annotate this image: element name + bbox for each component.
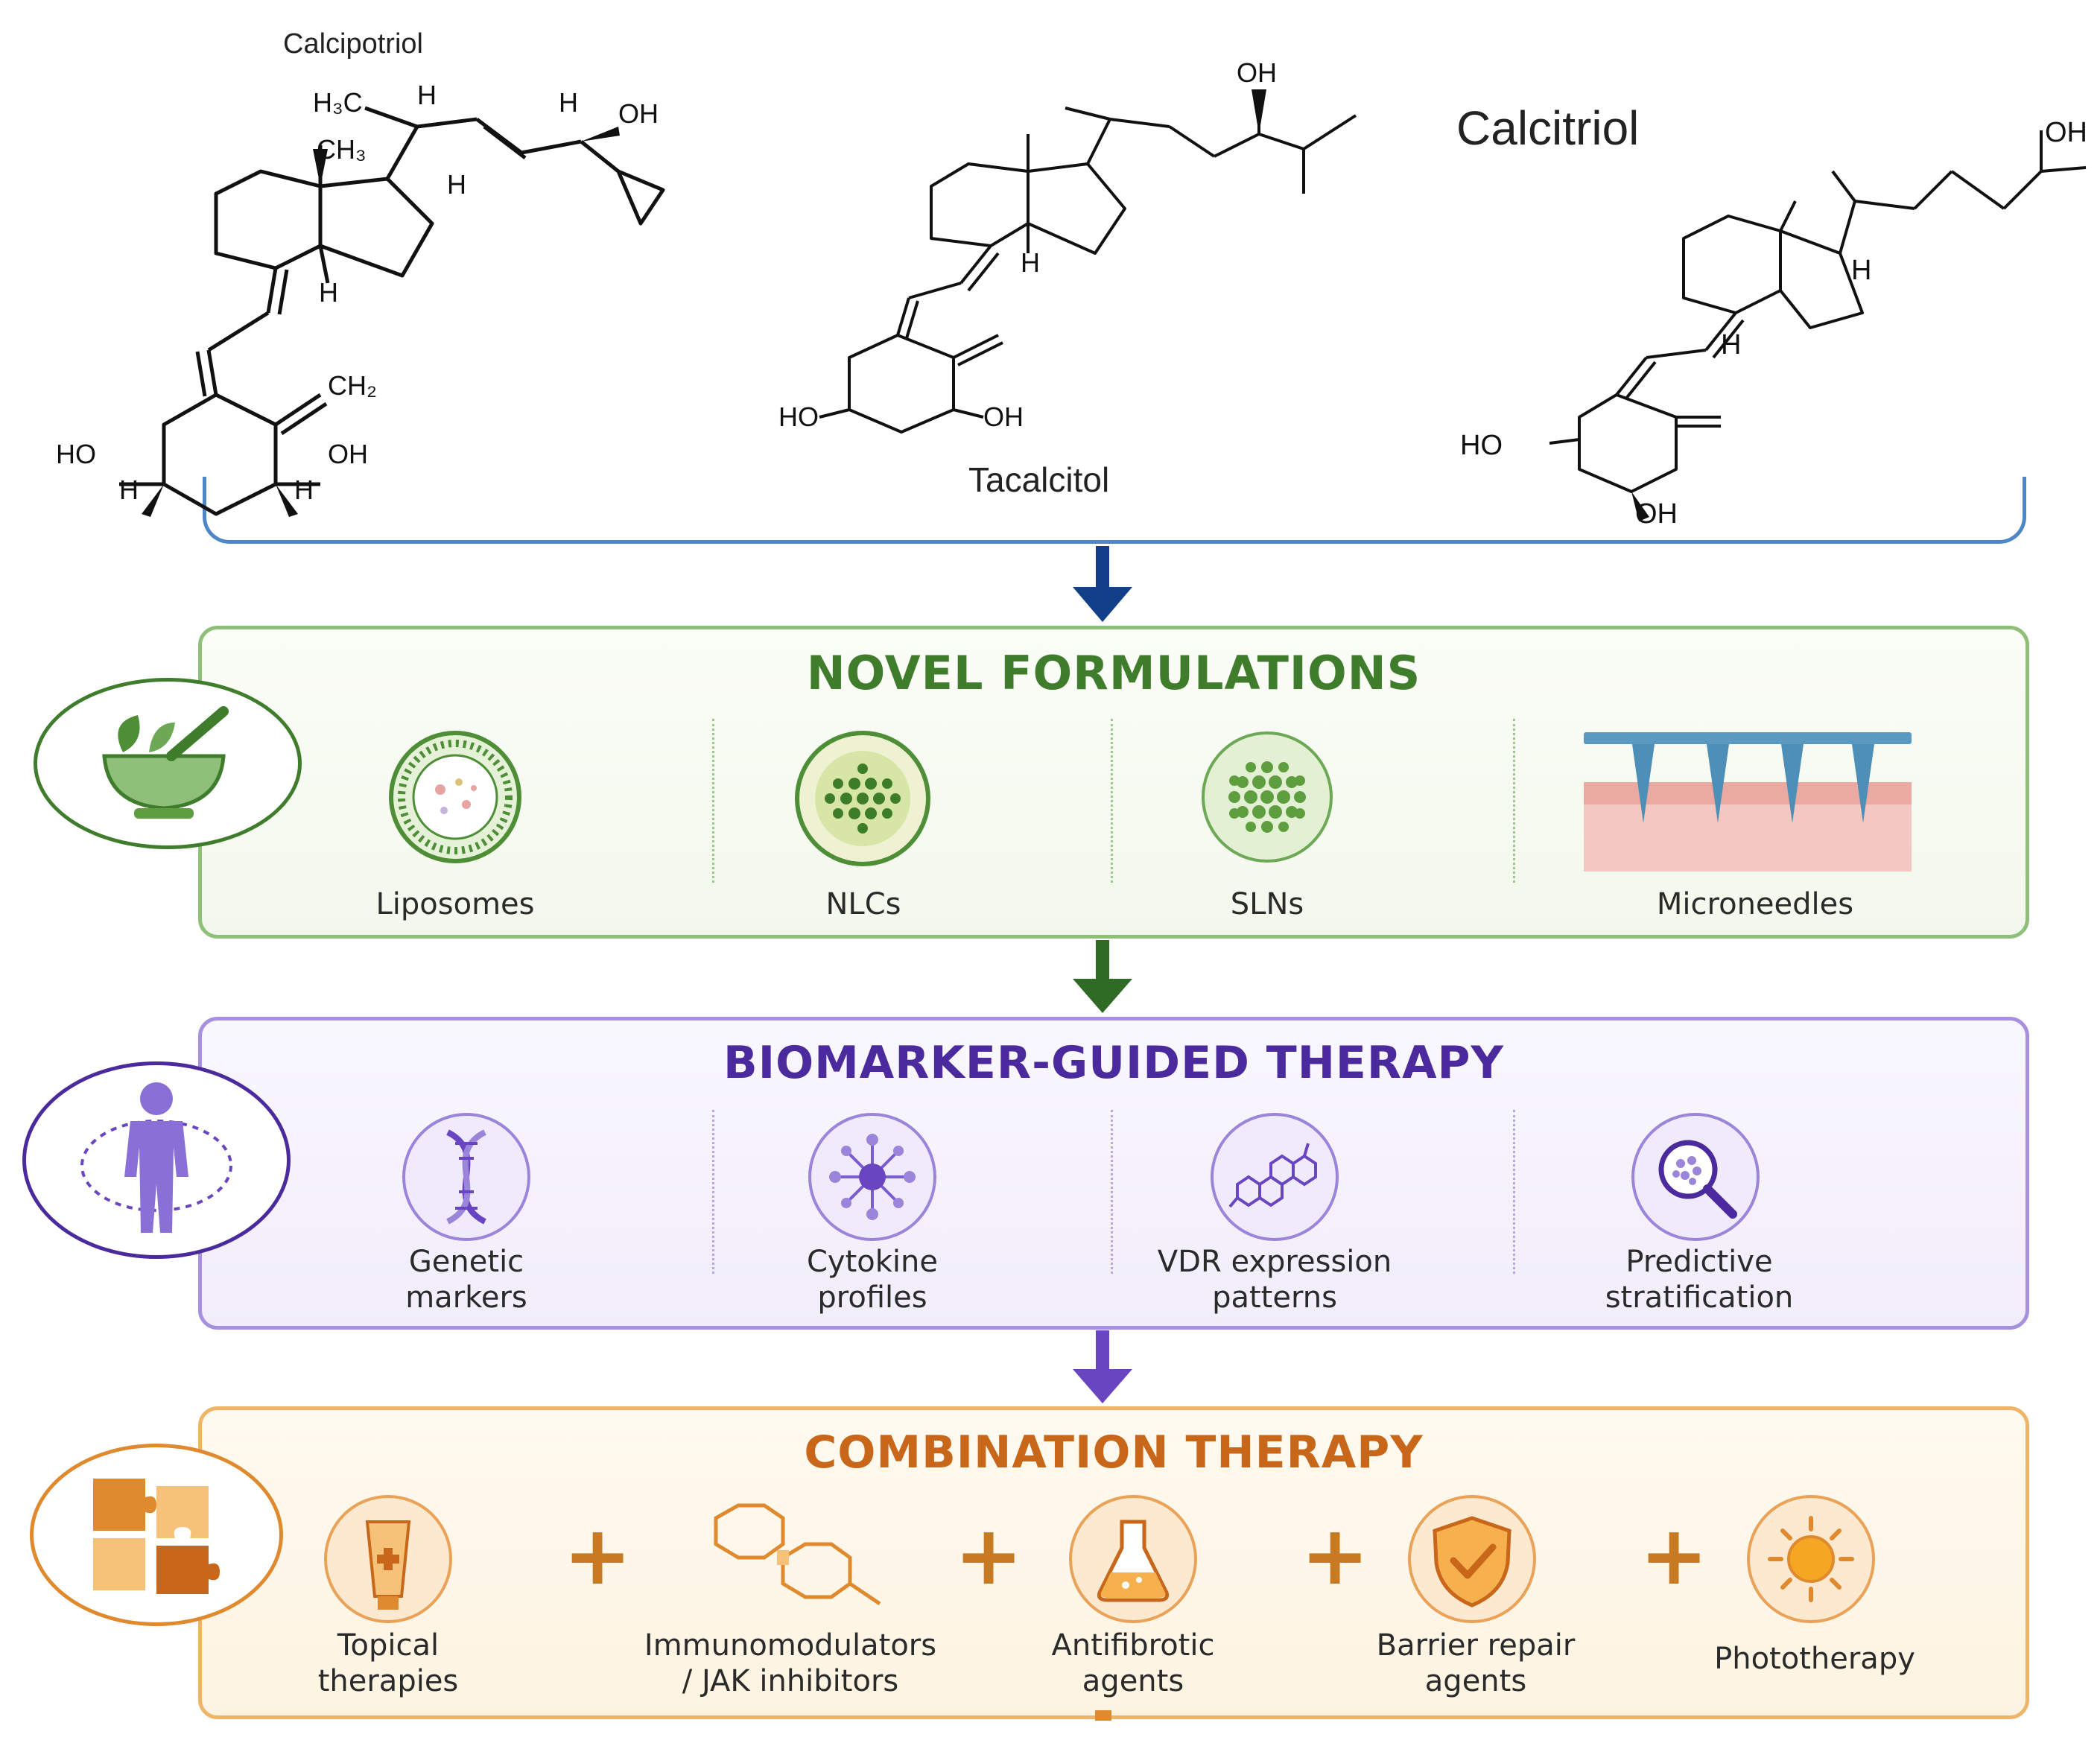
atom-ho: HO <box>1460 430 1503 461</box>
arrow-to-combination <box>1073 1330 1132 1403</box>
flask-icon <box>1069 1495 1197 1623</box>
item-label-cytokine-profiles: Cytokine profiles <box>807 1245 938 1315</box>
atom-h-oh: H <box>559 87 578 118</box>
item-label-phototherapy: Phototherapy <box>1714 1642 1915 1676</box>
atom-h-right: H <box>294 474 314 505</box>
formulations-title: NOVEL FORMULATIONS <box>806 646 1421 700</box>
molecule-box-edge <box>203 477 2026 544</box>
atom-oh-top: OH <box>2045 117 2087 148</box>
chemical-rings-icon <box>714 1503 881 1606</box>
atom-ho: HO <box>56 439 96 469</box>
separator <box>712 1110 714 1274</box>
separator <box>1111 1110 1113 1274</box>
item-label-genetic-markers: Genetic markers <box>405 1245 527 1315</box>
atom-oh-bottom: OH <box>1635 498 1678 530</box>
atom-ch3: CH₃ <box>317 134 367 165</box>
cytokine-network-icon <box>808 1113 936 1241</box>
separator <box>712 719 714 883</box>
ointment-tube-icon <box>324 1495 452 1623</box>
atom-h-top: H <box>417 80 437 110</box>
liposome-icon <box>389 731 521 863</box>
molecular-structure-icon <box>1211 1113 1339 1241</box>
microneedle-patch-icon <box>1584 732 1912 872</box>
combination-panel: COMBINATION THERAPY Topical therapies + … <box>198 1406 2029 1719</box>
plus-sign: + <box>563 1508 632 1603</box>
biomarker-title: BIOMARKER-GUIDED THERAPY <box>723 1037 1504 1089</box>
tacalcitol-name: Tacalcitol <box>968 460 1110 499</box>
sln-particle-icon <box>1202 731 1333 863</box>
arrow-to-biomarker <box>1073 940 1132 1013</box>
biomarker-panel: BIOMARKER-GUIDED THERAPY Genetic markers… <box>198 1017 2029 1330</box>
atom-oh-top: OH <box>1237 57 1277 88</box>
combination-title: COMBINATION THERAPY <box>804 1426 1424 1479</box>
puzzle-pieces-icon <box>93 1479 220 1594</box>
nlc-particle-icon <box>795 731 930 866</box>
atom-oh-bottom: OH <box>983 401 1024 432</box>
calcitriol-structure: OH H H HO OH <box>1460 117 2087 530</box>
item-label-slns: SLNs <box>1230 887 1304 921</box>
atom-h-left: H <box>119 474 139 505</box>
separator <box>1513 1110 1515 1274</box>
atom-ch2: CH₂ <box>328 370 377 401</box>
item-label-topical-therapies: Topical therapies <box>317 1628 459 1698</box>
item-label-predictive-stratification: Predictive stratification <box>1605 1245 1794 1315</box>
atom-h3c: H₃C <box>313 87 363 118</box>
item-label-vdr-expression-patterns: VDR expression patterns <box>1157 1245 1392 1315</box>
plus-sign: + <box>1640 1508 1709 1603</box>
formulations-panel: NOVEL FORMULATIONS Liposomes NLCs <box>198 626 2029 939</box>
magnifier-cells-icon <box>1631 1113 1760 1241</box>
atom-h-ring: H <box>447 169 466 200</box>
calcipotriol-structure: H₃C H H OH CH₃ H H CH₂ HO H OH H <box>56 80 665 517</box>
item-label-antifibrotic-agents: Antifibrotic agents <box>1051 1628 1215 1698</box>
item-label-immunomodulators: Immunomodulators / JAK inhibitors <box>644 1628 937 1698</box>
molecules-section: Calcipotriol <box>0 0 2100 551</box>
separator <box>1111 719 1113 883</box>
tacalcitol-structure: OH H HO OH <box>778 57 1357 434</box>
atom-h-ring: H <box>1851 255 1871 286</box>
atom-oh-bottom: OH <box>328 439 368 469</box>
shield-check-icon <box>1408 1495 1536 1623</box>
item-label-barrier-repair-agents: Barrier repair agents <box>1376 1628 1576 1698</box>
separator <box>1513 719 1515 883</box>
atom-h-junction: H <box>1721 329 1741 361</box>
atom-h-junction: H <box>1021 247 1040 278</box>
item-label-microneedles: Microneedles <box>1656 887 1854 921</box>
human-figure-icon <box>80 1082 232 1233</box>
bottom-connector <box>1095 1710 1111 1721</box>
item-label-nlcs: NLCs <box>825 887 901 921</box>
atom-oh-top: OH <box>618 98 659 129</box>
atom-ho: HO <box>778 401 819 432</box>
calcitriol-name: Calcitriol <box>1456 101 1640 155</box>
sun-icon <box>1747 1495 1875 1623</box>
item-label-liposomes: Liposomes <box>375 887 535 921</box>
plus-sign: + <box>954 1508 1024 1603</box>
plus-sign: + <box>1301 1508 1370 1603</box>
dna-helix-icon <box>402 1113 530 1241</box>
calcipotriol-name: Calcipotriol <box>283 28 423 60</box>
atom-h-junction: H <box>319 277 338 308</box>
arrow-to-formulations <box>1073 546 1132 622</box>
mortar-pestle-icon <box>102 706 229 819</box>
